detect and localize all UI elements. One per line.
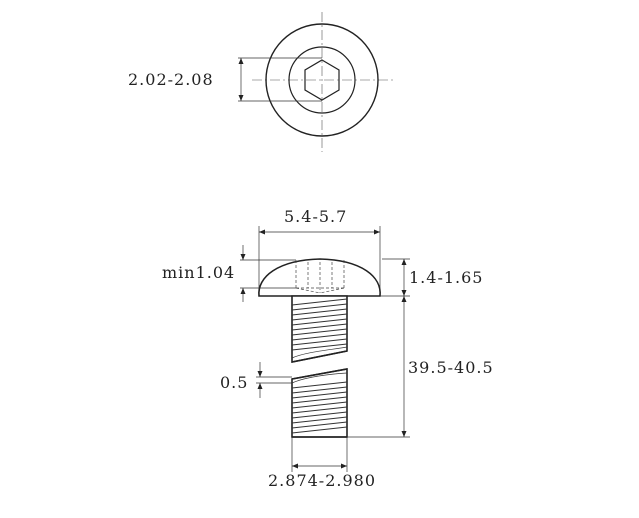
thread-line: [291, 396, 348, 404]
thread-line: [291, 323, 348, 331]
thread-diameter-arrow-right: [341, 463, 347, 469]
socket-depth-arrow-bottom: [240, 288, 246, 294]
shank-lower: [291, 368, 348, 438]
thread-line: [291, 333, 348, 341]
hex-socket: [304, 59, 340, 101]
top-view: 2.02-2.08: [128, 12, 395, 152]
thread-line: [291, 421, 348, 429]
length-label: 39.5-40.5: [408, 358, 494, 377]
length-arrow-bottom: [401, 431, 407, 437]
thread-line: [291, 406, 348, 414]
thread-diameter-arrow-left: [292, 463, 298, 469]
thread-line: [291, 426, 348, 434]
thread-line: [291, 303, 348, 311]
thread-line: [291, 411, 348, 419]
socket-depth-arrow-top: [240, 254, 246, 260]
head-height-arrow-bottom: [401, 290, 407, 296]
thread-line: [291, 338, 348, 346]
thread-line: [291, 308, 348, 316]
head-diameter-label: 5.4-5.7: [284, 207, 347, 226]
thread-line: [291, 313, 348, 321]
length-arrow-top: [401, 296, 407, 302]
head-inner-circle: [288, 46, 356, 114]
socket-hidden-lines: [295, 260, 345, 294]
thread-line: [291, 298, 348, 306]
head-diameter-arrow-right: [374, 229, 380, 235]
head-height-arrow-top: [401, 259, 407, 265]
thread-line: [291, 343, 348, 351]
thread-line: [291, 381, 348, 389]
thread-line: [291, 391, 348, 399]
screw-head: [258, 258, 381, 297]
side-view: 5.4-5.7 min1.04 1.4-1.65: [162, 207, 494, 490]
thread-line: [291, 318, 348, 326]
shank-upper: [291, 295, 348, 363]
head-height-label: 1.4-1.65: [409, 268, 483, 287]
thread-line: [291, 401, 348, 409]
head-diameter-arrow-left: [259, 229, 265, 235]
hex-dimension-arrow-bottom: [238, 95, 244, 101]
thread-line: [291, 416, 348, 424]
thread-diameter-label: 2.874-2.980: [268, 471, 376, 490]
head-outer-circle: [265, 23, 379, 137]
hex-dimension-arrow-top: [238, 58, 244, 64]
thread-line: [291, 386, 348, 394]
break-gap-arrow-top: [257, 371, 263, 377]
break-gap-label: 0.5: [220, 373, 248, 392]
socket-depth-label: min1.04: [162, 263, 235, 282]
thread-line: [291, 328, 348, 336]
break-gap-arrow-bottom: [257, 383, 263, 389]
hex-width-label: 2.02-2.08: [128, 70, 214, 89]
